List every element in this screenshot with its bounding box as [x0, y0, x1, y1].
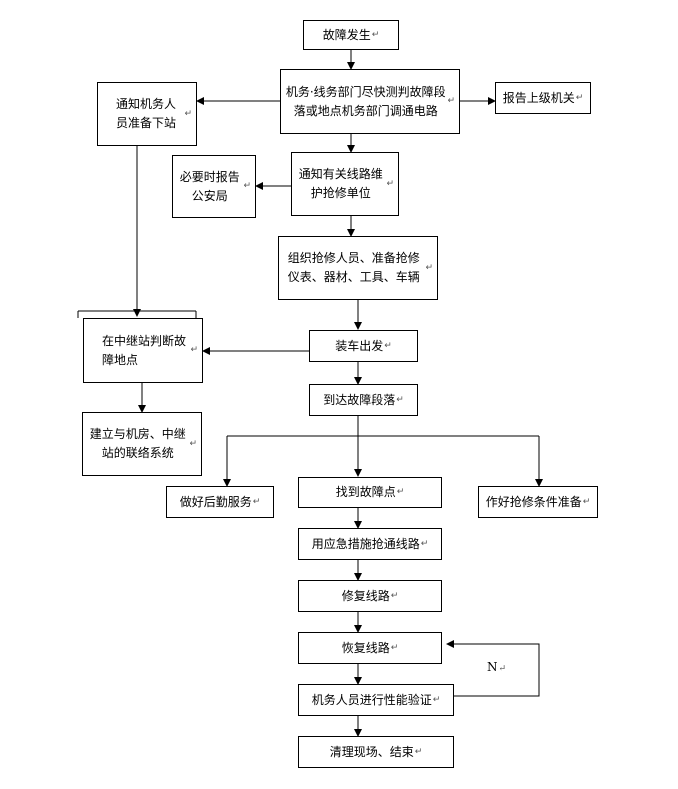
node-verify-performance: 机务人员进行性能验证↵	[298, 684, 454, 716]
node-judge-location-text: 在中继站判断故障地点	[102, 333, 187, 367]
node-verify-performance-text: 机务人员进行性能验证	[311, 692, 432, 707]
return-mark: ↵	[390, 642, 399, 653]
return-mark: ↵	[386, 178, 394, 189]
node-logistics-text: 做好后勤服务	[179, 494, 252, 509]
node-build-contact-text: 建立与机房、中继站的联络系统	[89, 427, 186, 460]
node-locate-segment-text: 机务·线务部门尽快测判故障段落或地点机务部门调通电路	[285, 84, 446, 118]
node-notify-staff-text: 通知机务人员准备下站	[116, 97, 177, 130]
node-prepare-conditions: 作好抢修条件准备↵	[478, 486, 598, 518]
return-mark: ↵	[420, 538, 429, 549]
return-mark: ↵	[582, 496, 591, 507]
loop-verify-to-restore	[446, 640, 540, 697]
node-repair-line-text: 修复线路	[341, 588, 390, 603]
loop-label: N↵	[487, 660, 506, 674]
node-fault-occurs-text: 故障发生	[322, 27, 371, 42]
node-cleanup: 清理现场、结束↵	[298, 736, 454, 768]
return-mark: ↵	[390, 590, 399, 601]
node-notify-repair-units-text: 通知有关线路维护抢修单位	[298, 167, 383, 200]
node-arrive-segment: 到达故障段落↵	[309, 384, 418, 416]
return-mark: ↵	[243, 181, 251, 191]
node-notify-repair-units: 通知有关线路维护抢修单位↵	[291, 152, 399, 216]
node-report-superior: 报告上级机关↵	[495, 82, 591, 114]
node-load-depart: 装车出发↵	[309, 330, 418, 362]
node-report-superior-text: 报告上级机关	[502, 90, 575, 105]
return-mark: ↵	[432, 694, 441, 705]
node-restore-line-text: 恢复线路	[341, 640, 390, 655]
return-mark: ↵	[447, 96, 455, 106]
node-prepare-conditions-text: 作好抢修条件准备	[485, 494, 582, 509]
node-find-fault: 找到故障点↵	[298, 477, 442, 508]
node-notify-staff: 通知机务人员准备下站 ↵	[97, 82, 197, 146]
node-find-fault-text: 找到故障点	[335, 485, 396, 499]
node-fault-occurs: 故障发生↵	[303, 20, 399, 50]
node-report-police: 必要时报告公安局↵	[172, 155, 256, 218]
node-judge-location: 在中继站判断故障地点↵	[83, 318, 203, 383]
return-mark: ↵	[252, 496, 261, 507]
node-load-depart-text: 装车出发	[335, 338, 384, 353]
node-repair-line: 修复线路↵	[298, 580, 442, 612]
node-logistics: 做好后勤服务↵	[166, 486, 274, 518]
return-mark: ↵	[184, 108, 192, 119]
return-mark: ↵	[189, 438, 197, 449]
return-mark: ↵	[498, 664, 507, 674]
return-mark: ↵	[425, 262, 433, 273]
return-mark: ↵	[575, 92, 584, 103]
node-build-contact: 建立与机房、中继站的联络系统↵	[82, 412, 202, 476]
return-mark: ↵	[414, 746, 423, 757]
return-mark: ↵	[371, 29, 380, 40]
node-emergency-restore: 用应急措施抢通线路↵	[298, 528, 442, 560]
node-emergency-restore-text: 用应急措施抢通线路	[311, 536, 420, 551]
node-organize-crew: 组织抢修人员、准备抢修仪表、器材、工具、车辆 ↵	[278, 236, 438, 300]
return-mark: ↵	[384, 340, 392, 351]
return-mark: ↵	[190, 345, 198, 355]
node-locate-segment: 机务·线务部门尽快测判故障段落或地点机务部门调通电路↵	[280, 69, 460, 134]
node-organize-crew-text: 组织抢修人员、准备抢修仪表、器材、工具、车辆	[287, 251, 420, 284]
return-mark: ↵	[396, 487, 405, 497]
node-report-police-text: 必要时报告公安局	[179, 169, 240, 203]
return-mark: ↵	[396, 394, 404, 405]
node-cleanup-text: 清理现场、结束	[329, 744, 414, 759]
node-restore-line: 恢复线路↵	[298, 632, 442, 664]
node-arrive-segment-text: 到达故障段落	[323, 392, 396, 407]
loop-label-text: N	[487, 660, 498, 674]
